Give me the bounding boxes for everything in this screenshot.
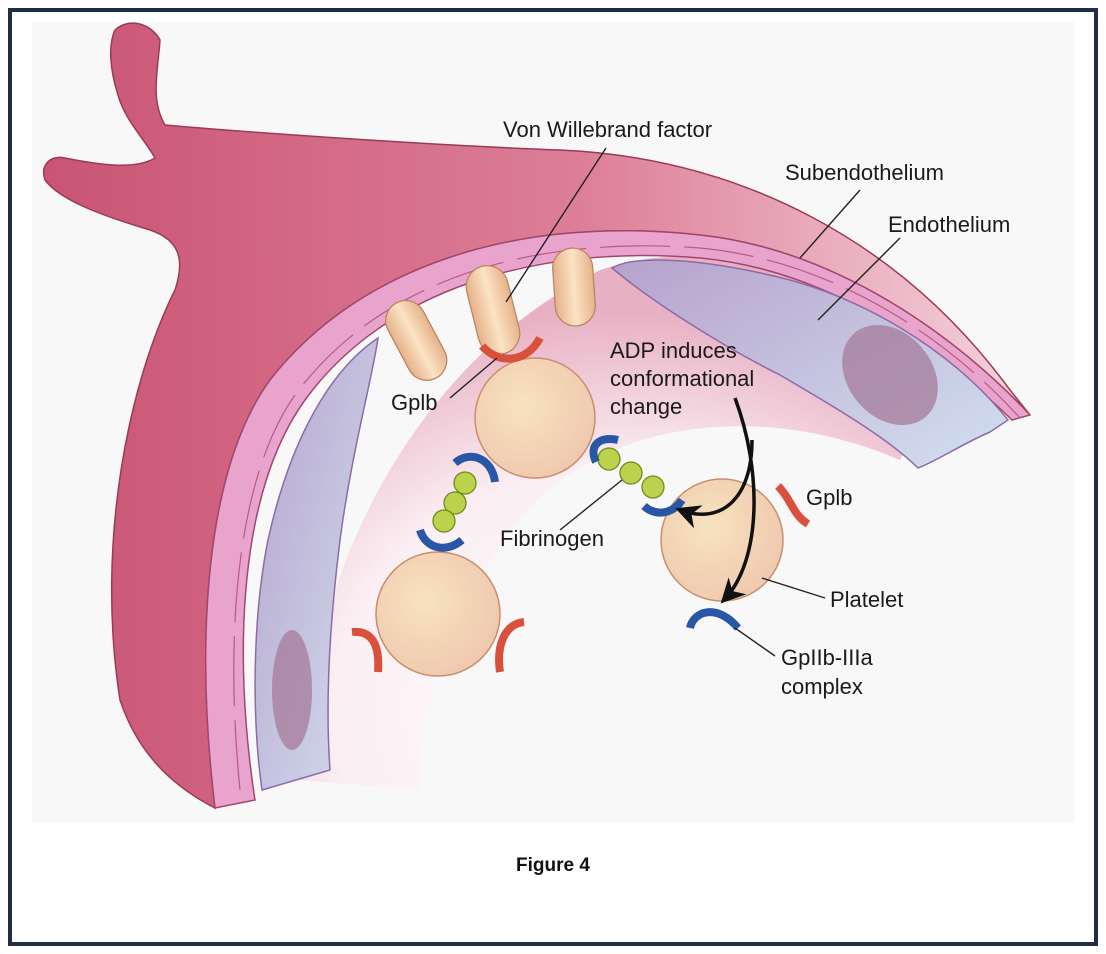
label-gpiib-line2: complex: [781, 674, 863, 699]
gpiib-receptor-1: [452, 452, 499, 483]
leader-vwf: [505, 147, 607, 303]
platelet-right: [660, 478, 784, 602]
vwf-strand-3: [552, 247, 596, 327]
leader-lines: [449, 147, 901, 657]
label-platelet: Platelet: [830, 587, 903, 612]
label-gplb-left: Gplb: [391, 390, 437, 415]
gpiib-receptors: [416, 435, 742, 631]
endothelium-wall: [205, 229, 1032, 809]
endothelial-nucleus-left: [272, 630, 312, 750]
leader-gplb-left: [449, 357, 498, 399]
label-adp-line3: change: [610, 394, 682, 419]
gpiib-receptor-5: [686, 608, 742, 631]
leader-subendothelium: [799, 189, 861, 259]
gpiib-receptor-3: [589, 435, 619, 464]
gplb-receptor-right: [775, 483, 811, 528]
endothelium-inner-line: [233, 245, 1021, 791]
leader-gpiib: [734, 627, 776, 657]
adp-arrow-to-gpiib: [720, 397, 756, 604]
endothelial-nucleus-right: [842, 324, 938, 426]
label-vwf: Von Willebrand factor: [503, 117, 712, 142]
gplb-receptor-top: [479, 335, 544, 363]
gplb-receptors: [351, 335, 811, 673]
label-endothelium: Endothelium: [888, 212, 1010, 237]
adp-arrow-to-fibrinogen: [675, 439, 754, 529]
vwf-strand-2: [465, 265, 521, 355]
gplb-receptor-bottom-left-b: [495, 618, 525, 673]
leader-endothelium: [817, 237, 901, 321]
gpiib-receptor-4: [641, 497, 686, 517]
label-gpiib-line1: GpIIb-IIIa: [781, 645, 873, 670]
vwf-strand-1: [385, 299, 448, 381]
fibrinogen-chain-left: [432, 471, 477, 533]
leader-fibrinogen: [559, 479, 623, 531]
gplb-receptor-bottom-left-a: [351, 627, 383, 673]
label-gplb-right: Gplb: [806, 485, 852, 510]
figure-caption: Figure 4: [516, 855, 590, 876]
label-subendothelium: Subendothelium: [785, 160, 944, 185]
label-fibrinogen: Fibrinogen: [500, 526, 604, 551]
leader-platelet: [761, 577, 826, 599]
label-adp-line2: conformational: [610, 366, 754, 391]
gpiib-receptor-2: [416, 528, 465, 552]
platelet-top: [474, 357, 596, 479]
fibrinogen-chain-right: [597, 447, 665, 499]
label-adp-line1: ADP induces: [610, 338, 737, 363]
platelet-bottom-left: [375, 551, 501, 677]
